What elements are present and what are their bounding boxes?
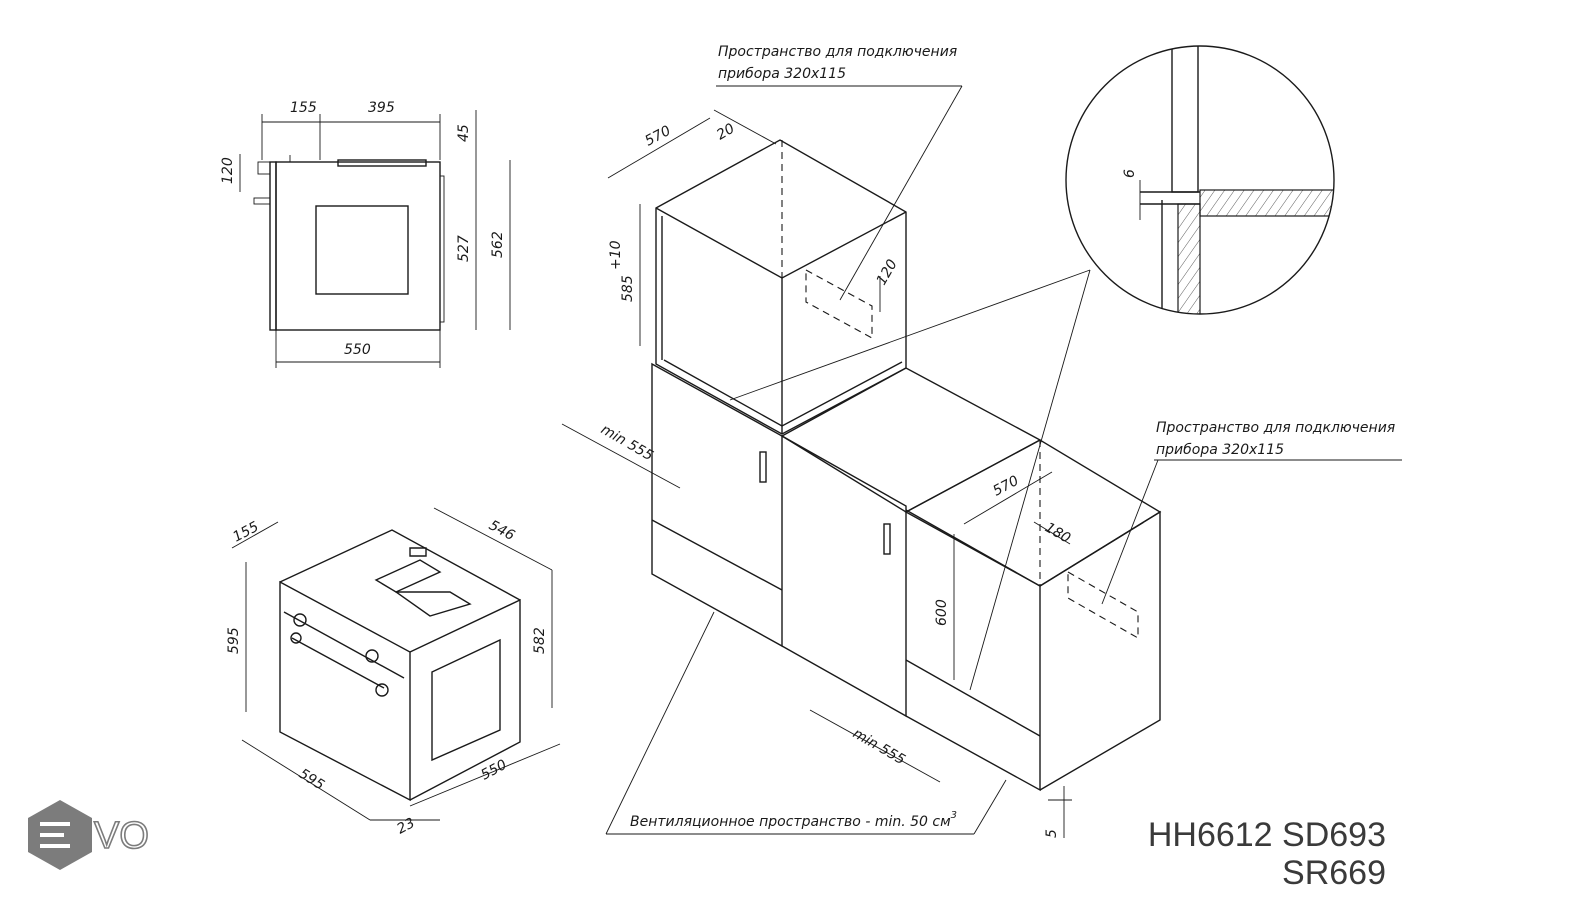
detail-circle — [1065, 45, 1335, 315]
dim-iso-582: 582 — [532, 627, 548, 654]
dim-side-527: 527 — [456, 235, 472, 262]
note-space-right-2: прибора 320х115 — [1156, 442, 1284, 458]
dim-side-550: 550 — [344, 342, 371, 358]
brand-logo-text: VO — [94, 815, 149, 857]
dim-col-570: 570 — [642, 123, 673, 150]
note-space-top-1: Пространство для подключения — [718, 44, 957, 60]
dim-col-585: 585 — [620, 275, 636, 302]
dim-iso-155: 155 — [230, 519, 261, 546]
brand-logo — [28, 800, 92, 870]
dim-side-120: 120 — [220, 157, 236, 184]
dim-side-155: 155 — [290, 100, 317, 116]
dim-under-600: 600 — [934, 599, 950, 626]
model-line-1: HH6612 SD693 — [1148, 816, 1386, 854]
dim-under-5: 5 — [1044, 829, 1060, 838]
oven-side-view — [239, 110, 511, 368]
note-space-right-1: Пространство для подключения — [1156, 420, 1395, 436]
dim-side-395: 395 — [368, 100, 395, 116]
column-cabinet — [561, 85, 963, 648]
dim-iso-23: 23 — [394, 815, 417, 837]
ventilation-leader — [605, 269, 1091, 835]
dim-iso-595-h: 595 — [226, 627, 242, 654]
note-ventilation-sup: 3 — [951, 810, 957, 821]
dim-detail-6: 6 — [1122, 169, 1138, 178]
dim-col-585-tol: +10 — [608, 240, 624, 270]
dim-iso-546: 546 — [486, 517, 517, 544]
note-space-top-2: прибора 320х115 — [718, 66, 846, 82]
dim-col-20: 20 — [714, 121, 738, 144]
model-line-2: SR669 — [1282, 854, 1386, 892]
dim-under-570: 570 — [990, 473, 1021, 500]
dim-iso-595-w: 595 — [296, 766, 327, 794]
dim-col-min555: min 555 — [598, 422, 656, 465]
note-ventilation: Вентиляционное пространство - min. 50 см… — [630, 810, 957, 830]
dim-side-562: 562 — [490, 231, 506, 258]
under-counter-cabinet — [780, 367, 1402, 838]
oven-iso-view — [231, 507, 561, 821]
dim-under-min555: min 555 — [850, 726, 908, 769]
dim-side-45: 45 — [456, 124, 472, 142]
dim-col-120: 120 — [874, 257, 901, 288]
